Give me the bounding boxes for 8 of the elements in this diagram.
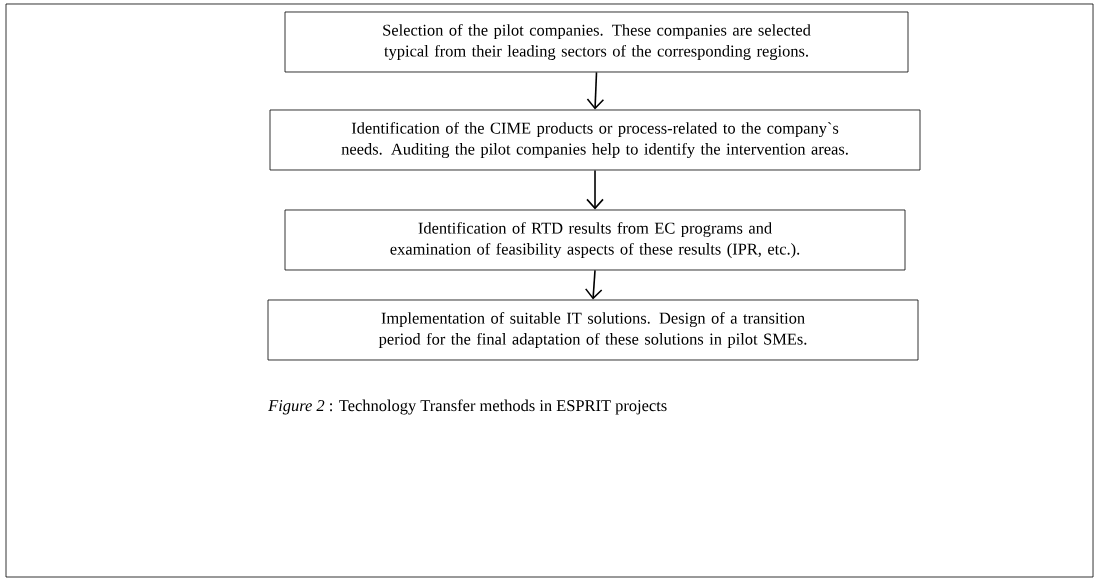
arrow: [586, 71, 605, 110]
process-box: Identification of RTD results from EC programs and examination of feasibility aspects of these results (IPR, etc.).: [284, 209, 906, 271]
figure-caption: Figure 2 : Technology Transfer methods in ESPRIT projects: [268, 399, 667, 415]
process-box: Identification of the CIME products or process-related to the company`s needs. Auditing the pilot companies help to identify the intervention areas.: [269, 109, 921, 171]
arrow: [586, 169, 604, 210]
arrow: [584, 269, 603, 300]
process-box: Implementation of suitable IT solutions. Design of a transition period for the final adaptation of these solutions in pilot SMEs.: [267, 299, 919, 361]
process-box: Selection of the pilot companies. These companies are selected typical from their leading sectors of the corresponding regions.: [284, 11, 909, 73]
